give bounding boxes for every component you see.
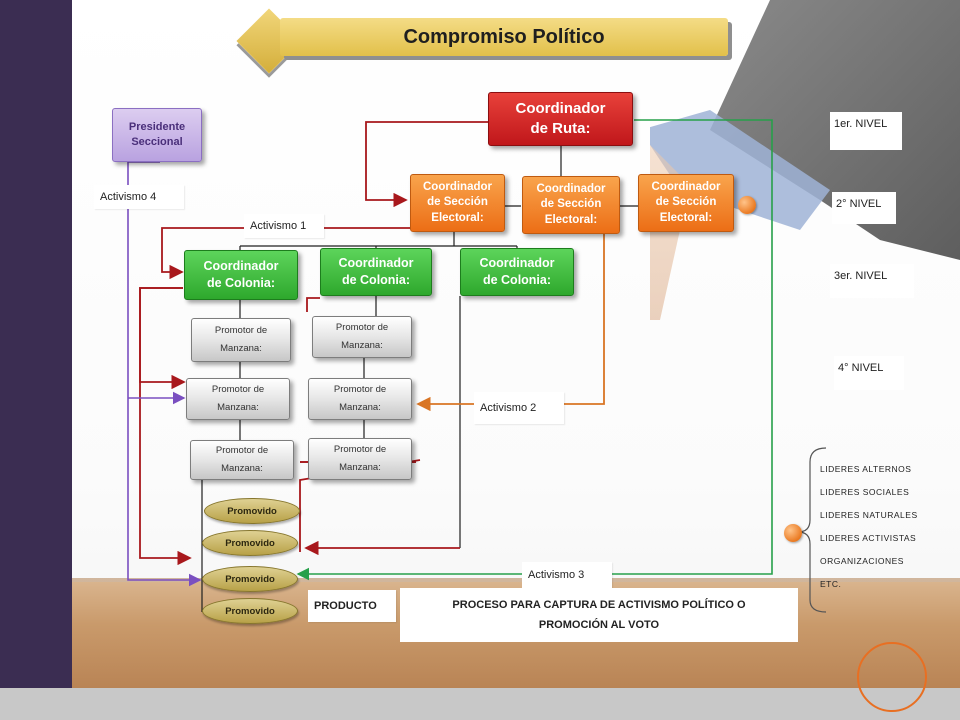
promoted-1: Promovido [204, 498, 300, 524]
leaders-list: LIDERES ALTERNOS LIDERES SOCIALES LIDERE… [820, 458, 950, 596]
level-2-label: 2° NIVEL [832, 192, 896, 224]
colony-coordinator-line2: de Colonia: [482, 273, 552, 287]
route-coordinator-line2: de Ruta: [530, 120, 591, 137]
colony-coordinator-2: Coordinador de Colonia: [320, 248, 432, 296]
leaders-list-item: LIDERES ACTIVISTAS [820, 533, 917, 543]
block-promoter-2: Promotor de Manzana: [312, 316, 412, 358]
block-promoter-4: Promotor de Manzana: [308, 378, 412, 420]
section-coordinator-line2: de Sección [427, 196, 488, 209]
colony-coordinator-3: Coordinador de Colonia: [460, 248, 574, 296]
colony-coordinator-line1: Coordinador [479, 256, 555, 271]
section-coordinator-line2: de Sección [540, 198, 602, 211]
level-3-label: 3er. NIVEL [830, 264, 914, 298]
leaders-list-item: ORGANIZACIONES [820, 556, 904, 566]
process-caption: PROCESO PARA CAPTURA DE ACTIVISMO POLÍTI… [400, 588, 798, 642]
slide-title: Compromiso Político [280, 18, 728, 56]
section-coordinator-line1: Coordinador [536, 182, 606, 195]
colony-coordinator-line2: de Colonia: [341, 273, 411, 287]
block-promoter-line1: Promotor de [333, 443, 387, 455]
block-promoter-line1: Promotor de [335, 321, 389, 333]
decorative-ring [857, 642, 927, 712]
section-coordinator-line2: de Sección [655, 196, 717, 209]
level-4-label: 4° NIVEL [834, 356, 904, 390]
colony-coordinator-line1: Coordinador [203, 259, 279, 274]
section-coordinator-line3: Electoral: [659, 211, 713, 224]
route-coordinator-box: Coordinador de Ruta: [488, 92, 633, 146]
president-box: Presidente Seccional [112, 108, 202, 162]
block-promoter-line1: Promotor de [215, 444, 269, 456]
activism-4-label: Activismo 4 [94, 185, 184, 209]
route-coordinator-line1: Coordinador [515, 99, 606, 117]
process-caption-line2: PROMOCIÓN AL VOTO [538, 619, 660, 631]
process-caption-line1: PROCESO PARA CAPTURA DE ACTIVISMO POLÍTI… [452, 598, 746, 611]
block-promoter-1: Promotor de Manzana: [191, 318, 291, 362]
block-promoter-line2: Manzana: [217, 402, 259, 413]
block-promoter-line2: Manzana: [339, 462, 381, 473]
block-promoter-line2: Manzana: [220, 343, 262, 354]
activism-2-label: Activismo 2 [474, 392, 564, 424]
section-coordinator-line1: Coordinador [423, 180, 492, 193]
block-promoter-line2: Manzana: [339, 402, 381, 413]
section-coordinator-line1: Coordinador [651, 180, 721, 193]
block-promoter-3: Promotor de Manzana: [186, 378, 290, 420]
promoted-4: Promovido [202, 598, 298, 624]
activism-1-label: Activismo 1 [244, 214, 324, 238]
left-frame-bar [0, 0, 72, 688]
bottom-frame-bar [0, 688, 960, 720]
leaders-list-item: LIDERES NATURALES [820, 510, 918, 520]
block-promoter-line1: Promotor de [333, 383, 387, 395]
level-1-label: 1er. NIVEL [830, 112, 902, 150]
section-coordinator-1: Coordinador de Sección Electoral: [410, 174, 505, 232]
president-line2: Seccional [131, 136, 183, 148]
section-coordinator-2: Coordinador de Sección Electoral: [522, 176, 620, 234]
promoted-2: Promovido [202, 530, 298, 556]
leaders-list-item: LIDERES SOCIALES [820, 487, 910, 497]
section-coordinator-line3: Electoral: [431, 211, 484, 224]
product-label: PRODUCTO [308, 590, 396, 622]
activism-3-label: Activismo 3 [522, 562, 612, 588]
colony-coordinator-line1: Coordinador [338, 256, 414, 271]
leaders-list-item: LIDERES ALTERNOS [820, 464, 912, 474]
block-promoter-line2: Manzana: [341, 340, 383, 351]
leaders-bullet-icon [784, 524, 802, 542]
block-promoter-6: Promotor de Manzana: [308, 438, 412, 480]
level-bullet-icon [738, 196, 756, 214]
section-coordinator-3: Coordinador de Sección Electoral: [638, 174, 734, 232]
president-line1: Presidente [128, 121, 186, 134]
leaders-list-item: ETC. [820, 579, 842, 589]
block-promoter-line1: Promotor de [211, 383, 265, 395]
colony-coordinator-1: Coordinador de Colonia: [184, 250, 298, 300]
colony-coordinator-line2: de Colonia: [206, 276, 276, 290]
section-coordinator-line3: Electoral: [544, 213, 598, 226]
promoted-3: Promovido [202, 566, 298, 592]
block-promoter-line1: Promotor de [214, 324, 268, 336]
block-promoter-line2: Manzana: [221, 463, 263, 474]
block-promoter-5: Promotor de Manzana: [190, 440, 294, 480]
